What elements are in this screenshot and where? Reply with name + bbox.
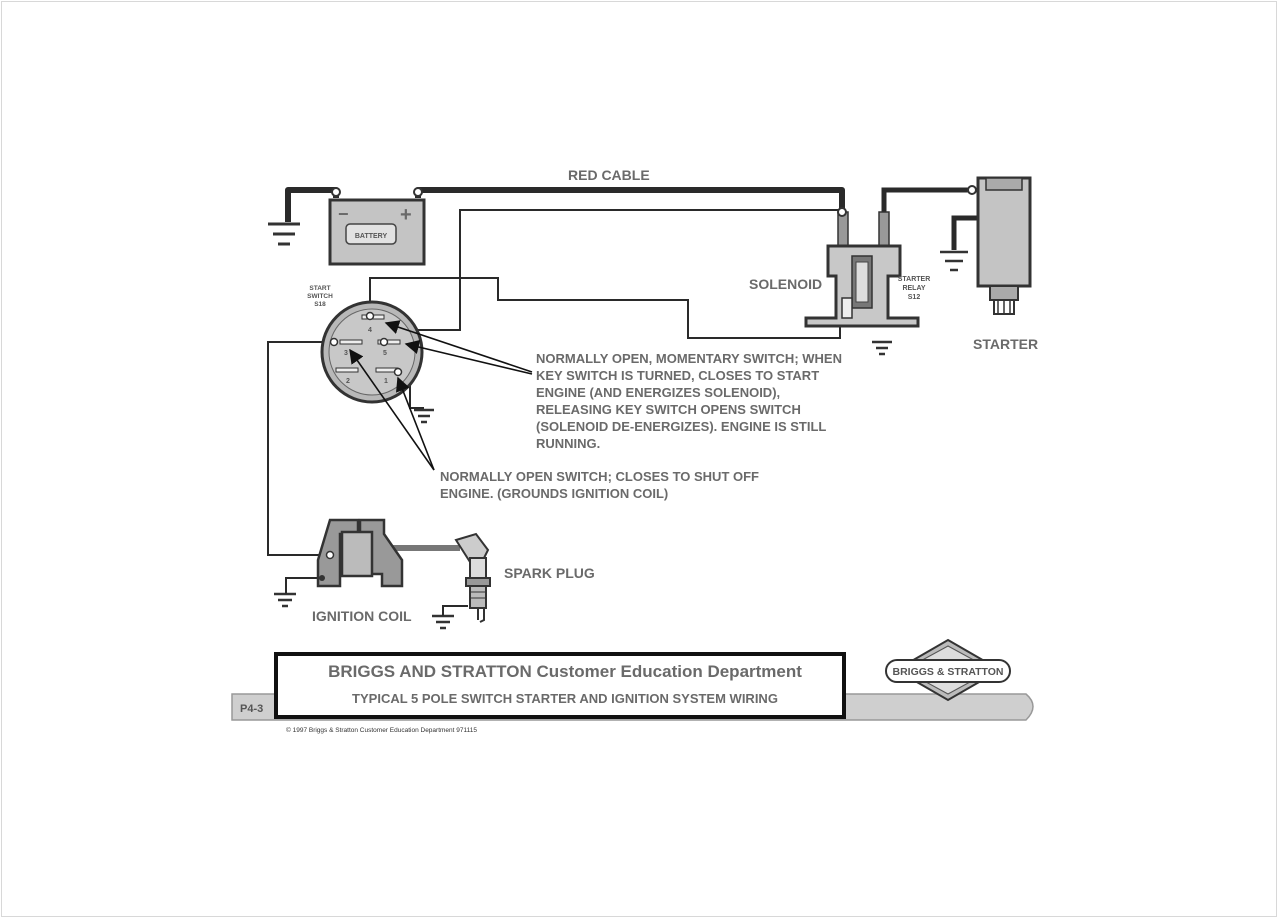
pole-2-label: 2	[346, 378, 350, 385]
momentary-note-line: NORMALLY OPEN, MOMENTARY SWITCH; WHEN	[536, 351, 842, 366]
starter-relay-label-2: RELAY	[902, 285, 925, 292]
copyright: © 1997 Briggs & Stratton Customer Educat…	[286, 726, 477, 734]
ignition-coil	[316, 518, 404, 588]
momentary-note-line: KEY SWITCH IS TURNED, CLOSES TO START	[536, 368, 819, 383]
shutoff-note-line: ENGINE. (GROUNDS IGNITION COIL)	[440, 486, 668, 501]
solenoid	[804, 207, 920, 328]
signal-wires	[267, 187, 978, 556]
pole-3-label: 3	[344, 350, 348, 357]
briggs-stratton-logo: BRIGGS & STRATTON	[885, 638, 1011, 702]
starter-relay-label: STARTER	[898, 276, 931, 283]
red-cable-label: RED CABLE	[568, 167, 650, 183]
spark-plug-label: SPARK PLUG	[504, 565, 595, 581]
plug-ground-wire	[442, 605, 468, 616]
logo-text: BRIGGS & STRATTON	[892, 666, 1003, 678]
battery-plus: +	[400, 204, 412, 226]
momentary-note-line: RUNNING.	[536, 436, 600, 451]
momentary-switch-note: NORMALLY OPEN, MOMENTARY SWITCH; WHEN KE…	[536, 351, 842, 451]
ignition-coil-label: IGNITION COIL	[312, 608, 412, 624]
shutoff-switch-note: NORMALLY OPEN SWITCH; CLOSES TO SHUT OFF…	[440, 469, 759, 501]
starter-motor	[967, 176, 1032, 315]
start-switch-label-2: SWITCH	[307, 293, 333, 300]
solenoid-label: SOLENOID	[749, 276, 822, 292]
start-switch-label-3: S18	[314, 301, 326, 308]
starter-relay-label-3: S12	[908, 294, 921, 301]
starter-label: STARTER	[973, 336, 1038, 352]
pole-1-label: 1	[384, 378, 388, 385]
spark-plug	[454, 532, 491, 623]
annotation-arrows	[349, 320, 533, 471]
page-number: P4-3	[240, 703, 263, 715]
pole-4-label: 4	[368, 327, 372, 334]
footer-title: BRIGGS AND STRATTON Customer Education D…	[328, 662, 802, 681]
pole-5-label: 5	[383, 350, 387, 357]
momentary-note-line: RELEASING KEY SWITCH OPENS SWITCH	[536, 402, 801, 417]
start-switch: 4 3 5 2 1	[320, 300, 424, 404]
momentary-note-line: (SOLENOID DE-ENERGIZES). ENGINE IS STILL	[536, 419, 826, 434]
battery-label: BATTERY	[355, 233, 388, 240]
ground-symbol	[268, 222, 300, 246]
footer-band: P4-3 BRIGGS AND STRATTON Customer Educat…	[231, 652, 1034, 721]
start-switch-label: START	[309, 285, 330, 292]
battery: BATTERY − +	[328, 187, 426, 266]
coil-ground-wire	[285, 577, 318, 594]
battery-minus: −	[338, 204, 349, 224]
momentary-note-line: ENGINE (AND ENERGIZES SOLENOID),	[536, 385, 780, 400]
footer-subtitle: TYPICAL 5 POLE SWITCH STARTER AND IGNITI…	[352, 691, 778, 706]
shutoff-note-line: NORMALLY OPEN SWITCH; CLOSES TO SHUT OFF	[440, 469, 759, 484]
